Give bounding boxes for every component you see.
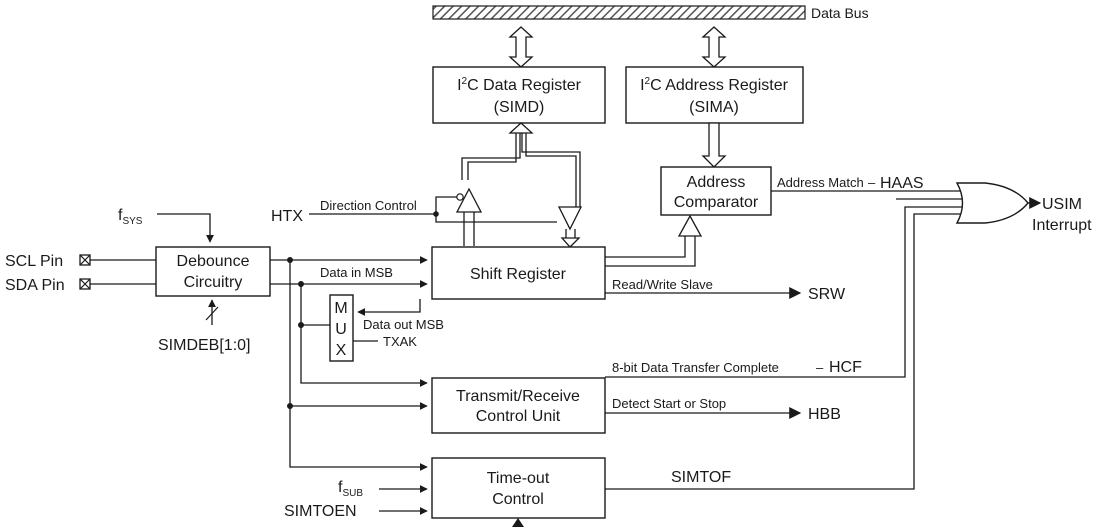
comparator-line2: Comparator [674,194,759,211]
debounce-block: Debounce Circuitry [155,246,271,297]
usim-line1: USIM [1042,196,1082,213]
simtof-label: SIMTOF [671,469,731,486]
txak-input: TXAK [353,334,417,349]
fsub-label: fSUB [338,479,363,499]
usim-interrupt-output: USIM Interrupt [1028,196,1092,234]
address-register-subtitle: (SIMA) [689,99,739,116]
address-comparator-block: Address Comparator [660,166,772,216]
timeout-bottom-arrow [512,518,524,527]
haas-signal: Address Match – HAAS [771,175,966,192]
simdeb-label: SIMDEB[1:0] [158,337,250,354]
bus-arrow-address-register [701,26,727,68]
trx-line2: Control Unit [476,408,561,425]
shift-to-comparator-bus [605,214,703,267]
haas-label: HAAS [880,175,924,192]
timeout-line2: Control [492,491,544,508]
fsys-label: fSYS [118,207,143,227]
srw-label: SRW [808,286,846,303]
timeout-control-block: Time-out Control [431,457,606,519]
data-out-msb: Data out MSB [357,299,444,332]
fsys-input: fSYS [118,207,214,243]
debounce-line1: Debounce [177,253,250,270]
comparator-line1: Address [687,174,746,191]
address-register-title: I2C Address Register [640,76,789,94]
sda-pin-label: SDA Pin [5,277,65,294]
fsub-input: fSUB [338,479,428,499]
read-write-slave-label: Read/Write Slave [612,277,713,292]
txak-label: TXAK [383,334,417,349]
data-register-title: I2C Data Register [457,76,582,94]
or-gate [955,182,1029,224]
direction-control: HTX Direction Control [271,193,557,225]
simtoen-input: SIMTOEN [284,503,428,520]
data-register-shift-path [455,122,583,248]
bus-arrow-to-comparator [701,122,727,168]
mux-m: M [334,300,347,317]
scl-out-wires [270,256,428,471]
simtoen-label: SIMTOEN [284,503,357,520]
shift-register-block: Shift Register [431,246,606,300]
address-match-label: Address Match [777,175,864,190]
hcf-signal: 8-bit Data Transfer Complete – HCF [605,206,966,378]
sda-pin: SDA Pin [5,277,156,294]
trx-line1: Transmit/Receive [456,388,580,405]
simtof-signal: SIMTOF [605,213,966,490]
hcf-dash: – [816,360,824,375]
timeout-line1: Time-out [487,470,550,487]
hbb-label: HBB [808,406,841,423]
data-in-msb-label: Data in MSB [320,265,393,280]
sda-out-wires: Data in MSB [270,265,428,387]
detect-start-stop-label: Detect Start or Stop [612,396,726,411]
data-out-msb-label: Data out MSB [363,317,444,332]
i2c-data-register-block: I2C Data Register (SIMD) [432,66,606,124]
htx-label: HTX [271,208,303,225]
haas-dash: – [868,175,876,190]
mux-block: M U X [329,294,354,362]
data-bus: Data Bus [432,5,869,21]
simdeb-input: SIMDEB[1:0] [158,299,250,354]
bus-arrow-data-register [508,26,534,68]
data-bus-label: Data Bus [811,5,869,21]
srw-output: Read/Write Slave SRW [605,277,846,303]
scl-pin-label: SCL Pin [5,253,63,270]
hcf-label: HCF [829,359,862,376]
shift-register-label: Shift Register [470,266,567,283]
scl-pin: SCL Pin [5,253,156,270]
transfer-complete-label: 8-bit Data Transfer Complete [612,360,779,375]
trx-control-block: Transmit/Receive Control Unit [431,377,606,434]
usim-line2: Interrupt [1032,217,1092,234]
mux-x: X [336,342,347,359]
direction-control-label: Direction Control [320,198,417,213]
data-register-subtitle: (SIMD) [494,99,545,116]
mux-u: U [335,321,347,338]
hbb-output: Detect Start or Stop HBB [605,396,841,423]
debounce-line2: Circuitry [184,274,243,291]
i2c-address-register-block: I2C Address Register (SIMA) [625,66,804,124]
